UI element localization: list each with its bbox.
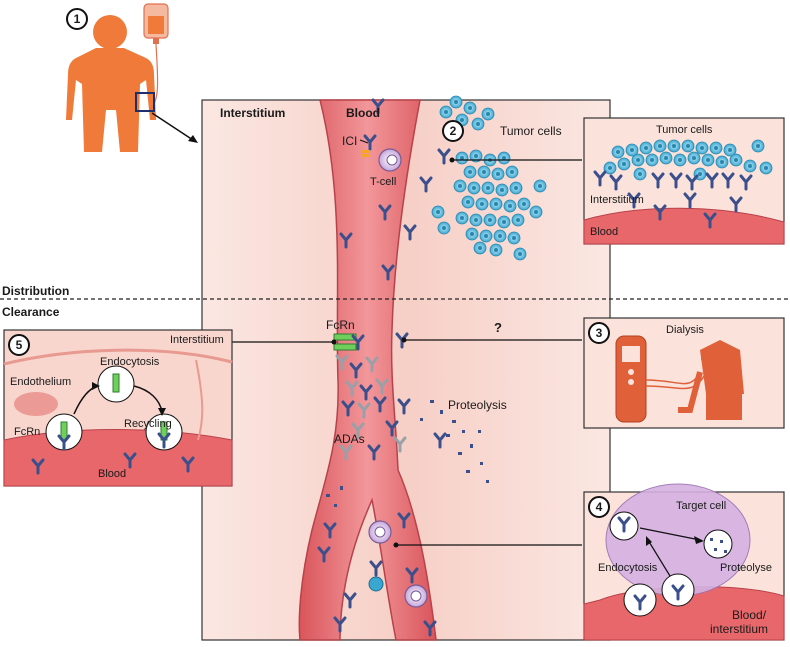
fcrn-label: FcRn <box>326 318 355 332</box>
zoom-arrow <box>151 112 197 143</box>
panel-tumor <box>583 117 785 245</box>
iv-bag-icon <box>143 3 169 111</box>
t-cell <box>378 148 402 172</box>
step-5-badge: 5 <box>8 334 30 356</box>
proteolysis-label: Proteolysis <box>448 398 507 412</box>
tumor-cells-label: Tumor cells <box>500 124 562 138</box>
t-cell-label: T-cell <box>370 176 397 188</box>
blood-label: Blood <box>346 106 380 120</box>
panel-fcrn-blood: Blood <box>98 468 127 480</box>
panel-fcrn-endothelium: Endothelium <box>10 376 72 388</box>
panel-fcrn-recycling <box>3 329 233 487</box>
ici-antibody <box>362 134 377 157</box>
step-2-badge: 2 <box>442 120 464 142</box>
step-3-badge: 3 <box>588 322 610 344</box>
interstitium-label: Interstitium <box>220 106 286 120</box>
step-4-badge: 4 <box>588 496 610 518</box>
fcrn-receptor <box>333 333 365 351</box>
panel-tumor-blood: Blood <box>590 226 619 238</box>
question-mark: ? <box>494 320 502 335</box>
step-1-badge: 1 <box>66 8 88 30</box>
panel-dialysis <box>583 317 785 429</box>
distribution-label: Distribution <box>2 284 70 298</box>
panel-target-blood: Blood/ <box>732 608 767 622</box>
panel-fcrn-recycling: Recycling <box>124 418 172 430</box>
panel-tumor-title: Tumor cells <box>656 124 713 136</box>
target-cells-vessel <box>368 520 428 608</box>
panel-tumor-interstitium: Interstitium <box>590 194 644 206</box>
proteolysis-fragments <box>326 400 489 507</box>
ici-label: ICI <box>342 134 358 148</box>
panel-target-endocytosis: Endocytosis <box>598 562 658 574</box>
zoom-region-box <box>135 92 155 112</box>
panel-target-interstitium: interstitium <box>710 622 769 636</box>
panel-target-cell <box>583 483 785 641</box>
clearance-label: Clearance <box>2 305 60 319</box>
human-body-icon <box>66 15 156 152</box>
panel-target-cell-title: Target cell <box>676 500 727 512</box>
adas-label: ADAs <box>334 432 365 446</box>
blood-vessel <box>298 99 437 641</box>
panel-dialysis-title: Dialysis <box>666 324 704 336</box>
panel-fcrn-interstitium: Interstitium <box>170 334 224 346</box>
panel-target-proteolyse: Proteolyse <box>720 562 772 574</box>
panel-fcrn-endocytosis: Endocytosis <box>100 356 160 368</box>
panel-fcrn-fcrn: FcRn <box>14 426 41 438</box>
